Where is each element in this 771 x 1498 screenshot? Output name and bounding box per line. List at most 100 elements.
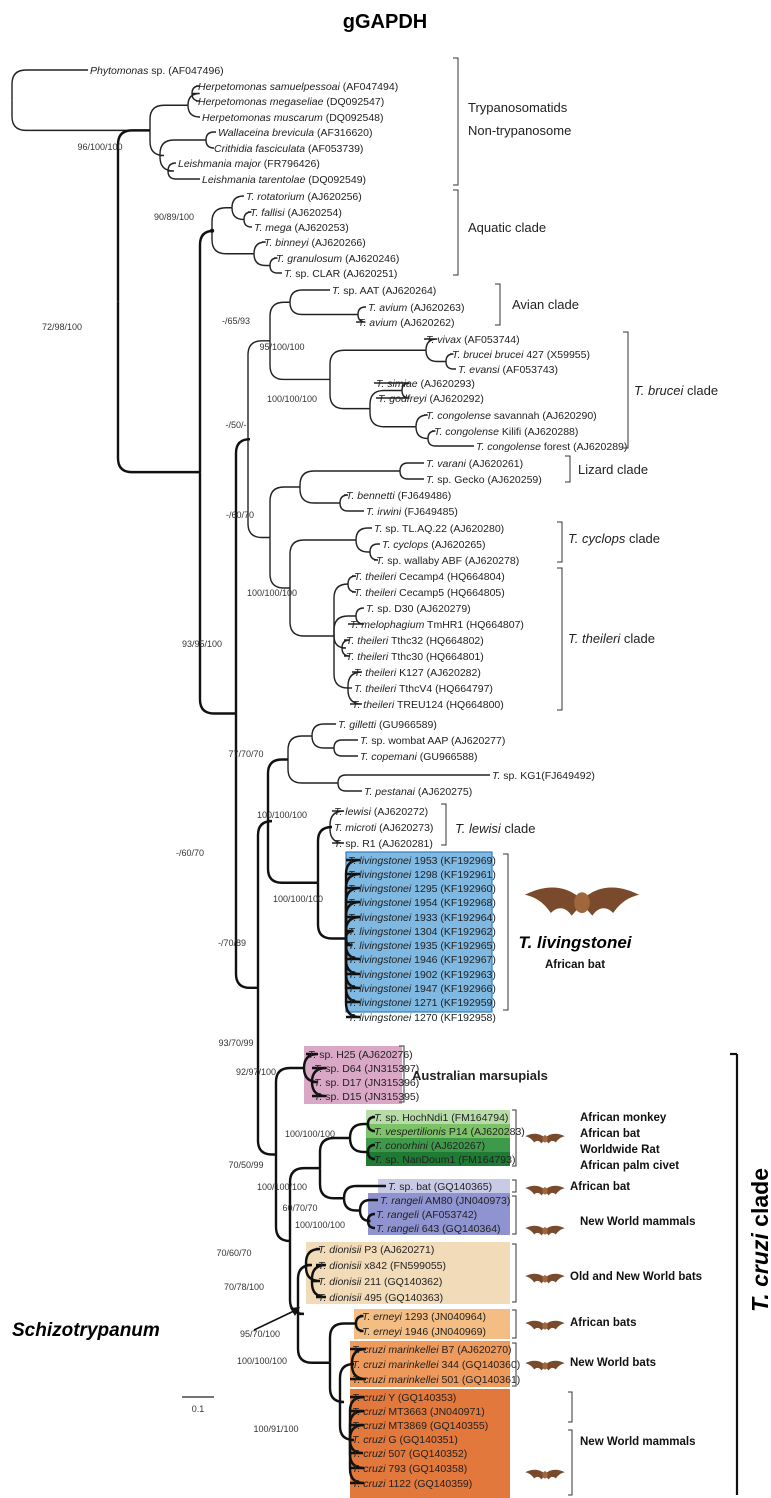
branch: [310, 1066, 327, 1083]
clade-label: Non-trypanosome: [468, 123, 571, 138]
support-value: 93/70/99: [218, 1038, 253, 1048]
taxon-label: T. vespertilionis P14 (AJ620283): [374, 1126, 525, 1138]
clade-bracket: [453, 57, 459, 186]
support-value: -/60/70: [176, 848, 204, 858]
clade-label: T. brucei clade: [634, 383, 718, 398]
branch: [296, 1313, 330, 1364]
bat-icon: [524, 887, 640, 916]
taxon-label: T. cruzi marinkellei 344 (GQ140360): [352, 1359, 520, 1371]
branch: [358, 1210, 371, 1223]
branch: [329, 810, 345, 827]
clade-label: T. lewisi clade: [455, 821, 535, 836]
branch: [187, 105, 200, 118]
taxon-label: T. granulosum (AJ620246): [276, 253, 399, 265]
taxon-label: T. cruzi marinkellei 501 (GQ140361): [352, 1374, 520, 1386]
taxon-label: T. theileri Tthc30 (HQ664801): [346, 651, 484, 663]
branch: [445, 361, 456, 370]
taxon-label: T. simiae (AJ620293): [376, 378, 475, 390]
branch: [266, 758, 288, 822]
branch: [116, 129, 150, 302]
host-bracket: [512, 1309, 517, 1339]
taxon-label: T. microti (AJ620273): [334, 822, 433, 834]
branch: [310, 1281, 327, 1299]
branch: [369, 408, 416, 428]
taxon-label: T. livingstonei 1946 (KF192967): [348, 954, 496, 966]
highlight-erneyi: [354, 1309, 510, 1339]
taxon-label: T. livingstonei 1935 (KF192965): [348, 940, 496, 952]
taxon-label: T. cruzi 1122 (GQ140359): [352, 1478, 472, 1490]
taxon-label: T. bennetti (FJ649486): [346, 490, 451, 502]
host-bracket: [568, 1391, 573, 1423]
branch: [311, 723, 336, 737]
taxon-label: T. sp. AAT (AJ620264): [332, 285, 436, 297]
support-value: -/60/70: [226, 510, 254, 520]
clade-label: Trypanosomatids: [468, 100, 568, 115]
taxon-label: T. livingstonei 1933 (KF192964): [348, 912, 496, 924]
taxon-labels: Phytomonas sp. (AF047496)Herpetomonas sa…: [90, 65, 627, 1490]
support-values: 96/100/10090/89/10072/98/100-/65/9395/10…: [42, 142, 345, 1434]
branch: [116, 301, 200, 474]
support-value: 95/100/100: [259, 342, 304, 352]
branch: [205, 139, 215, 149]
clade-label: Avian clade: [512, 297, 579, 312]
tree-title: gGAPDH: [343, 11, 427, 33]
clade-label: Australian marsupials: [412, 1068, 548, 1083]
taxon-label: T. godfreyi (AJ620292): [378, 393, 484, 405]
taxon-label: T. rangeli AM80 (JN040973): [380, 1195, 510, 1207]
branch: [415, 414, 428, 427]
taxon-label: T. sp. D30 (AJ620279): [366, 603, 471, 615]
branch: [299, 470, 400, 487]
branch: [348, 615, 365, 625]
bat-icon: [525, 1133, 565, 1144]
host-label: New World mammals: [580, 1436, 695, 1448]
host-label: African palm civet: [580, 1160, 679, 1172]
branch: [288, 1166, 320, 1241]
support-value: 100/100/100: [257, 1182, 307, 1192]
branch: [333, 636, 349, 689]
branch: [191, 85, 200, 94]
branch: [243, 211, 252, 220]
branch: [399, 470, 424, 480]
branch: [256, 987, 276, 1156]
bat-icon: [525, 1320, 565, 1331]
taxon-label: T. livingstonei 1270 (KF192958): [348, 1012, 496, 1024]
branch: [269, 265, 282, 274]
taxon-label: Wallaceina brevicula (AF316620): [218, 127, 372, 139]
highlight-cruzi: [350, 1389, 510, 1498]
branch: [427, 438, 474, 447]
branch: [302, 1067, 319, 1084]
support-value: 100/100/100: [237, 1356, 287, 1366]
taxon-label: T. pestanai (AJ620275): [364, 786, 472, 798]
taxon-label: Herpetomonas megaseliae (DQ092547): [198, 96, 384, 108]
taxon-label: T. sp. D15 (JN315395): [314, 1091, 419, 1103]
taxon-label: T. dionisii 211 (GQ140362): [318, 1276, 442, 1288]
clade-label: T. theileri clade: [568, 631, 655, 646]
branch: [348, 1440, 365, 1485]
highlight-conor: [366, 1138, 510, 1152]
branch: [302, 1052, 319, 1069]
clade-label: Lizard clade: [578, 462, 648, 477]
branch: [341, 647, 351, 657]
support-value: 96/100/100: [77, 142, 122, 152]
highlight-livingstonei: [346, 852, 492, 1012]
branch: [333, 615, 356, 636]
branch: [347, 671, 363, 688]
taxon-label: T. dionisii P3 (AJ620271): [318, 1244, 434, 1256]
support-value: 100/100/100: [273, 894, 323, 904]
branch: [358, 1198, 378, 1211]
support-value: 70/50/99: [228, 1160, 263, 1170]
schizotrypanum-label: Schizotrypanum: [12, 1320, 160, 1341]
taxon-label: T. theileri Cecamp5 (HQ664805): [354, 587, 505, 599]
branch: [287, 735, 312, 760]
host-label: African bat: [580, 1128, 640, 1140]
bat-icon: [525, 1185, 565, 1196]
support-value: 93/95/100: [182, 639, 222, 649]
branch: [198, 229, 215, 473]
highlight-rangeli: [368, 1193, 510, 1235]
branch: [333, 583, 349, 636]
branch: [338, 1402, 355, 1442]
taxon-label: T. erneyi 1946 (JN040969): [362, 1326, 486, 1338]
clade-bracket: [453, 189, 459, 276]
branch: [347, 583, 357, 593]
